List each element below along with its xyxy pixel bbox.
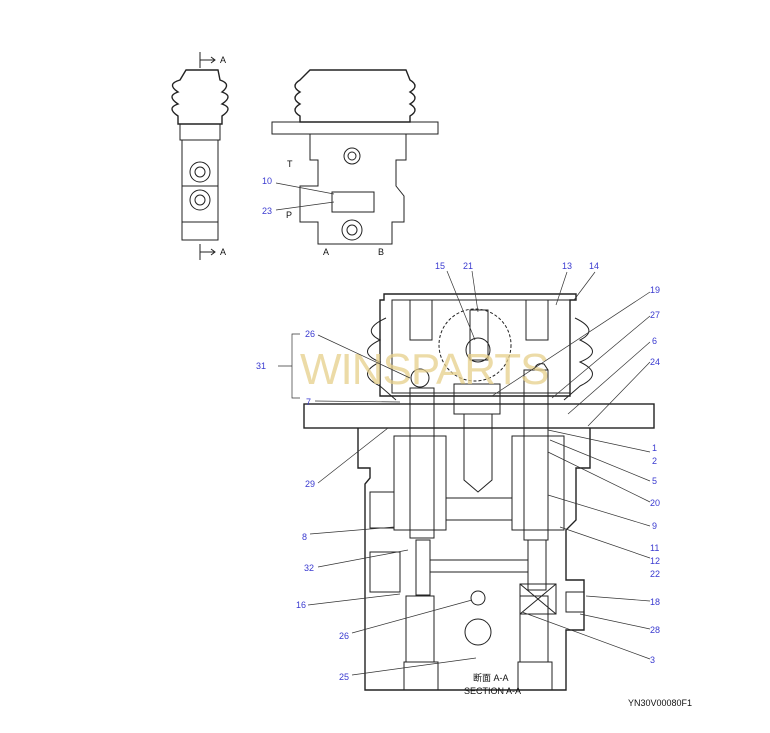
callout: 3: [650, 655, 655, 665]
front-view: [271, 69, 439, 245]
callout: 28: [650, 625, 660, 635]
callout: 15: [435, 261, 445, 271]
callout: 14: [589, 261, 599, 271]
callout: 29: [305, 479, 315, 489]
callout: 25: [339, 672, 349, 682]
callout: 31: [256, 361, 266, 371]
callout: 6: [652, 336, 657, 346]
section-view: [303, 293, 655, 691]
callout: 32: [304, 563, 314, 573]
callout: 2: [652, 456, 657, 466]
watermark: WINSPARTS: [300, 345, 549, 394]
callout: 18: [650, 597, 660, 607]
section-mark-bottom: A: [220, 247, 226, 257]
callout: 21: [463, 261, 473, 271]
callout: 19: [650, 285, 660, 295]
callout: 16: [296, 600, 306, 610]
drawing-code: YN30V00080F1: [628, 698, 692, 708]
section-caption-en: SECTION A-A: [464, 686, 521, 696]
callout: 7: [306, 397, 311, 407]
callout: 5: [652, 476, 657, 486]
callout: 26: [339, 631, 349, 641]
callout: 9: [652, 521, 657, 531]
callout: 13: [562, 261, 572, 271]
callout: 23: [262, 206, 272, 216]
callout: 10: [262, 176, 272, 186]
side-view: [171, 52, 229, 260]
port-label-a: A: [323, 247, 329, 257]
callout: 8: [302, 532, 307, 542]
section-mark-top: A: [220, 55, 226, 65]
leader-lines: [278, 270, 651, 676]
callout: 11: [650, 543, 659, 553]
callout: 20: [650, 498, 660, 508]
callout: 26: [305, 329, 315, 339]
callout: 24: [650, 357, 660, 367]
port-label-p: P: [286, 210, 292, 220]
callout: 1: [652, 443, 657, 453]
callout: 27: [650, 310, 660, 320]
port-label-t: T: [287, 159, 293, 169]
callout: 22: [650, 569, 660, 579]
section-caption-jp: 断面 A-A: [473, 672, 509, 683]
callout: 12: [650, 556, 660, 566]
port-label-b: B: [378, 247, 384, 257]
